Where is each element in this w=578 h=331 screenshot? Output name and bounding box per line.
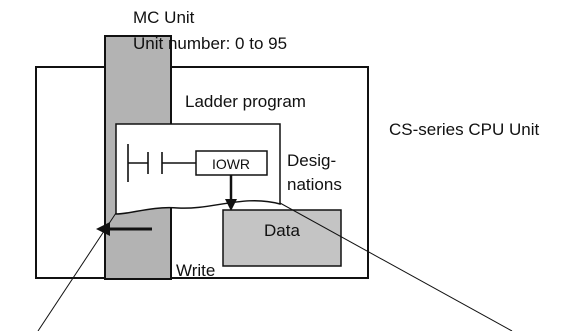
- ladder-program-label: Ladder program: [185, 92, 306, 111]
- iowr-to-data-arrowhead: [225, 199, 237, 211]
- designations-line2: nations: [287, 175, 342, 194]
- mc-unit-title: MC Unit: [133, 8, 195, 27]
- leader-line-right: [279, 202, 513, 331]
- write-label: Write: [176, 261, 215, 280]
- write-arrow-head: [96, 222, 110, 236]
- contact-symbol: [127, 144, 196, 182]
- cpu-unit-label: CS-series CPU Unit: [389, 120, 539, 139]
- data-box: [222, 209, 342, 267]
- unit-number-label: Unit number: 0 to 95: [133, 34, 287, 53]
- iowr-label: IOWR: [212, 156, 250, 172]
- designations-line1: Desig-: [287, 151, 336, 170]
- iowr-box: [195, 150, 268, 176]
- leader-line-left: [37, 212, 117, 331]
- data-label: Data: [264, 221, 300, 240]
